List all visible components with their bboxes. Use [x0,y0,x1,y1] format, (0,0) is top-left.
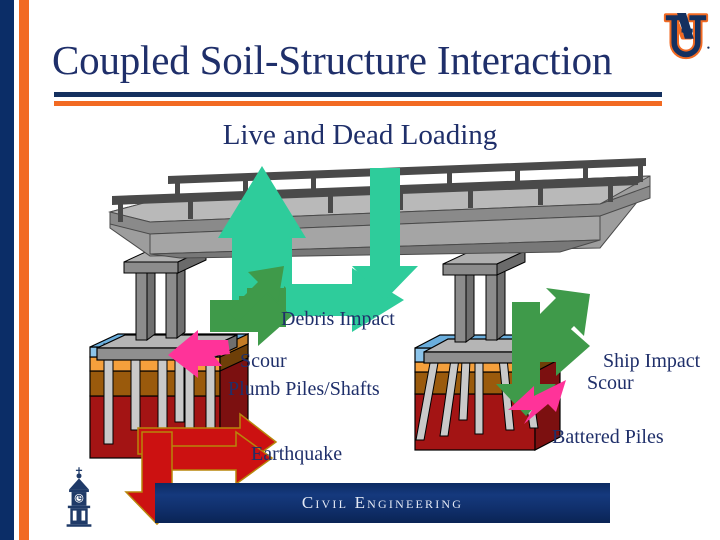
footer-banner: Civil Engineering [155,483,610,523]
page-title: Coupled Soil-Structure Interaction [52,37,613,83]
label-scour-left: Scour [240,350,287,372]
label-ship-impact: Ship Impact [603,350,701,372]
scour-arrow-right [508,380,566,424]
label-debris-impact: Debris Impact [281,308,395,330]
title-rule-navy [54,92,662,97]
subtitle: Live and Dead Loading [222,119,498,151]
samford-clock-tower-logo [66,467,92,527]
left-pier-bent [123,248,207,341]
scour-arrow-left [168,330,230,378]
label-scour-right: Scour [587,372,634,394]
left-edge-navy-bar [0,0,14,540]
footer-banner-text: Civil Engineering [301,493,464,512]
left-edge-orange-bar [19,0,29,540]
live-dead-loading-arrow-down [352,168,418,300]
auburn-au-logo [663,12,710,60]
label-earthquake: Earthquake [251,443,343,465]
title-rule-orange [54,101,662,106]
ship-impact-arrows [496,288,590,416]
left-edge-white-gap [14,0,19,540]
right-pier-bent [442,250,526,343]
label-plumb-piles: Plumb Piles/Shafts [228,378,380,400]
debris-impact-arrows [210,266,292,346]
label-battered-piles: Battered Piles [552,426,664,448]
